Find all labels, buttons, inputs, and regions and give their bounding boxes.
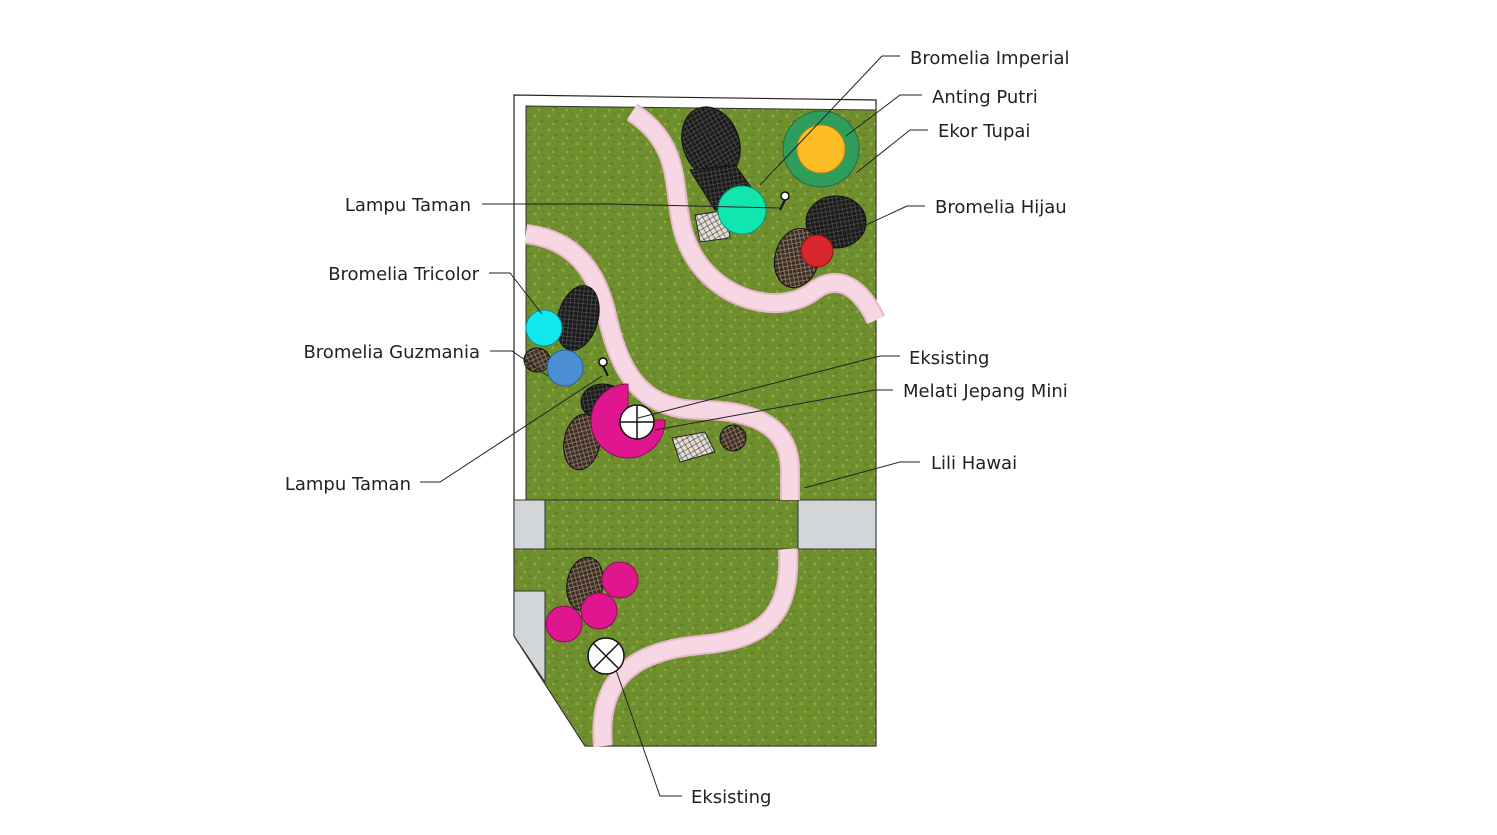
- planting-group-top: [681, 106, 867, 289]
- garden-lamp-icon-middle: [598, 357, 609, 377]
- planting-group-middle: [523, 285, 747, 471]
- label-eksisting-bottom: Eksisting: [691, 787, 771, 808]
- garden-path: [524, 103, 886, 747]
- label-lampu-taman-top: Lampu Taman: [345, 195, 471, 216]
- paving-right: [797, 499, 877, 550]
- label-lili-hawai: Lili Hawai: [931, 453, 1017, 474]
- garden-lamp-icon-top: [779, 191, 790, 211]
- label-bromelia-hijau: Bromelia Hijau: [935, 197, 1067, 218]
- label-bromelia-tricolor: Bromelia Tricolor: [328, 264, 479, 285]
- leader-lines: [420, 55, 928, 797]
- label-melati-jepang-mini: Melati Jepang Mini: [903, 381, 1068, 402]
- pink-plant-1: [601, 561, 639, 599]
- pink-plant-2: [580, 592, 618, 630]
- plant-labels: Bromelia Imperial Anting Putri Ekor Tupa…: [285, 48, 1070, 808]
- planting-group-bottom: [545, 556, 639, 675]
- label-lampu-taman-bottom: Lampu Taman: [285, 474, 411, 495]
- label-bromelia-imperial: Bromelia Imperial: [910, 48, 1070, 69]
- anting-putri-plant: [796, 124, 846, 174]
- label-eksisting-mid: Eksisting: [909, 348, 989, 369]
- bromelia-hijau-plant: [800, 234, 834, 268]
- existing-tree-icon-middle: [619, 404, 655, 440]
- pink-plant-3: [545, 605, 583, 643]
- bromelia-imperial-plant: [717, 185, 767, 235]
- existing-tree-icon-bottom: [587, 637, 625, 675]
- middle-lawn-strip: [544, 499, 799, 550]
- bromelia-tricolor-plant: [525, 309, 563, 347]
- label-ekor-tupai: Ekor Tupai: [938, 121, 1030, 142]
- paving-left: [513, 499, 546, 550]
- paving-corner: [513, 590, 546, 684]
- label-anting-putri: Anting Putri: [932, 87, 1038, 108]
- bromelia-guzmania-plant: [546, 349, 584, 387]
- label-bromelia-guzmania: Bromelia Guzmania: [303, 342, 480, 363]
